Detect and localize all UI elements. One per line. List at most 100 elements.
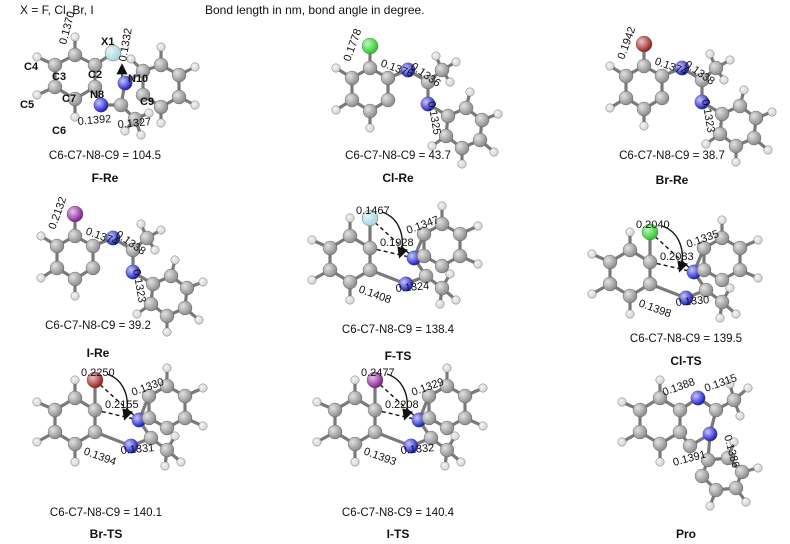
- carbon-atom: [87, 57, 103, 73]
- hydrogen-atom: [136, 219, 146, 229]
- hydrogen-atom: [345, 295, 355, 305]
- carbon-atom: [171, 67, 187, 83]
- nitrogen-atom: [694, 94, 710, 110]
- nitrogen-atom: [674, 60, 690, 76]
- carbon-atom: [159, 308, 175, 324]
- hydrogen-atom: [605, 103, 615, 113]
- carbon-atom: [159, 420, 175, 436]
- carbon-atom: [342, 274, 358, 290]
- carbon-atom: [696, 240, 712, 256]
- carbon-atom: [732, 98, 748, 114]
- bond-length-label: 0.1467: [356, 205, 390, 217]
- hydrogen-atom: [763, 145, 773, 155]
- carbon-atom: [47, 424, 63, 440]
- hydrogen-atom: [198, 277, 208, 287]
- carbon-atom: [322, 240, 338, 256]
- carbon-atom: [143, 296, 159, 312]
- carbon-atom: [67, 228, 83, 244]
- carbon-atom: [452, 248, 468, 264]
- bond-length-label: 0.1330: [675, 294, 710, 309]
- carbon-atom: [127, 111, 143, 127]
- hydrogen-atom: [198, 421, 208, 431]
- halogen-atom: [66, 205, 84, 223]
- hydrogen-atom: [729, 437, 739, 447]
- bond-length-label: 0.2250: [81, 367, 115, 379]
- carbon-atom: [367, 424, 383, 440]
- dihedral-F-TS: C6-C7-N8-C9 = 138.4: [341, 324, 455, 336]
- hydrogen-atom: [489, 147, 499, 157]
- hydrogen-atom: [126, 54, 136, 64]
- halogen-definition: X = F, Cl, Br, I: [20, 3, 94, 17]
- atom-label: X1: [101, 36, 114, 48]
- carbon-atom: [734, 464, 750, 480]
- carbon-atom: [380, 92, 396, 108]
- carbon-atom: [694, 468, 710, 484]
- reaction-arrow: [106, 373, 133, 421]
- bond-length-label: 0.1332: [117, 27, 135, 62]
- carbon-atom: [347, 390, 363, 406]
- bond-length-label: 0.1408: [357, 284, 393, 307]
- carbon-atom: [153, 99, 169, 115]
- carbon-atom: [457, 388, 473, 404]
- bond-length-label: 0.2208: [385, 399, 419, 411]
- carbon-atom: [618, 90, 634, 106]
- label-Cl-Re: Cl-Re: [382, 171, 414, 185]
- hydrogen-atom: [307, 235, 317, 245]
- hydrogen-atom: [743, 383, 753, 393]
- carbon-atom: [642, 254, 658, 270]
- carbon-atom: [362, 240, 378, 256]
- hydrogen-atom: [719, 75, 729, 85]
- bond-length-label: 0.1391: [672, 449, 708, 469]
- carbon-atom: [342, 228, 358, 244]
- carbon-atom: [87, 424, 103, 440]
- carbon-atom: [694, 72, 710, 88]
- hydrogen-atom: [456, 457, 466, 467]
- label-F-Re: F-Re: [91, 171, 119, 185]
- carbon-atom: [85, 260, 101, 276]
- bond-length-label: 0.1393: [362, 446, 398, 469]
- halogen-atom: [361, 209, 379, 227]
- carbon-atom: [49, 238, 65, 254]
- carbon-atom: [472, 132, 488, 148]
- carbon-atom: [159, 442, 175, 458]
- hydrogen-atom: [32, 397, 42, 407]
- hydrogen-atom: [478, 421, 488, 431]
- nitrogen-atom: [105, 230, 121, 246]
- hydrogen-atom: [156, 225, 166, 235]
- carbon-atom: [67, 91, 83, 107]
- hydrogen-atom: [32, 90, 42, 100]
- reaction-arrow: [381, 211, 408, 259]
- hydrogen-atom: [365, 123, 375, 133]
- hydrogen-atom: [605, 61, 615, 71]
- carbon-atom: [732, 240, 748, 256]
- halogen-atom: [86, 371, 104, 389]
- hydrogen-atom: [156, 118, 166, 128]
- carbon-atom: [347, 436, 363, 452]
- carbon-atom: [439, 442, 455, 458]
- hydrogen-atom: [70, 291, 80, 301]
- carbon-atom: [327, 424, 343, 440]
- carbon-atom: [622, 242, 638, 258]
- label-I-Re: I-Re: [86, 346, 110, 360]
- hydrogen-atom: [32, 52, 42, 62]
- hydrogen-atom: [725, 55, 735, 65]
- carbon-atom: [708, 482, 724, 498]
- hydrogen-atom: [731, 157, 741, 167]
- hydrogen-atom: [617, 397, 627, 407]
- carbon-atom: [177, 300, 193, 316]
- carbon-atom: [416, 226, 432, 242]
- atom-label: C5: [20, 99, 34, 111]
- nitrogen-atom: [690, 390, 706, 406]
- dihedral-Br-TS: C6-C7-N8-C9 = 140.1: [49, 507, 163, 519]
- hydrogen-atom: [705, 49, 715, 59]
- hydrogen-atom: [731, 309, 741, 319]
- carbon-atom: [714, 272, 730, 288]
- carbon-atom: [47, 402, 63, 418]
- nitrogen-atom: [398, 276, 414, 292]
- dihedral-I-Re: C6-C7-N8-C9 = 39.2: [45, 320, 151, 332]
- carbon-atom: [421, 388, 437, 404]
